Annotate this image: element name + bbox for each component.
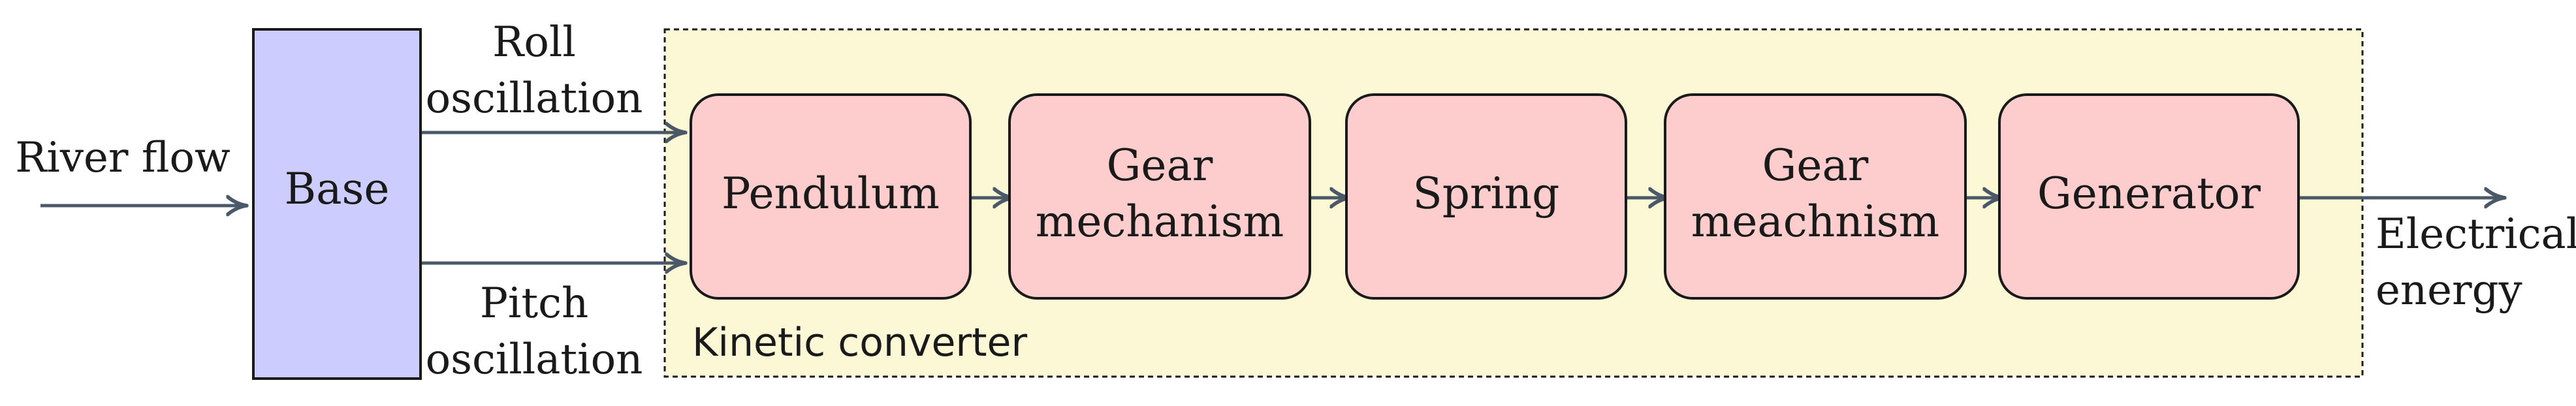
stage-label-line2: mechanism xyxy=(1036,196,1284,247)
stage-box xyxy=(1664,93,1967,300)
kinetic-converter-label: Kinetic converter xyxy=(692,320,1027,366)
electrical-energy-label-line1: Electrical xyxy=(2376,210,2576,258)
stage-box xyxy=(1345,93,1627,300)
stage-label: Generator xyxy=(2037,168,2261,219)
stage-box xyxy=(1008,93,1311,300)
stage-label-line2: meachnism xyxy=(1691,196,1940,247)
base-block xyxy=(252,28,422,380)
stage-spring: Spring xyxy=(1345,93,1627,300)
electrical-energy-label-line2: energy xyxy=(2376,266,2522,315)
roll-oscillation-label-line2: oscillation xyxy=(426,74,643,123)
stage-gear-meachnism: Gear meachnism xyxy=(1664,93,1967,300)
pitch-oscillation-label-line2: oscillation xyxy=(426,336,643,384)
stage-label-line1: Gear xyxy=(1762,140,1869,191)
stage-label: Pendulum xyxy=(722,168,940,219)
pitch-oscillation-label-line1: Pitch xyxy=(480,279,588,328)
roll-oscillation-label-line1: Roll xyxy=(492,18,576,67)
stage-box xyxy=(1998,93,2300,300)
stage-label-line1: Gear xyxy=(1107,140,1213,191)
stage-box xyxy=(690,93,972,300)
stage-label: Spring xyxy=(1413,168,1560,219)
river-flow-label: River flow xyxy=(15,134,231,182)
stage-pendulum: Pendulum xyxy=(690,93,972,300)
base-label: Base xyxy=(285,164,390,214)
stage-gear-mechanism: Gear mechanism xyxy=(1008,93,1311,300)
stage-generator: Generator xyxy=(1998,93,2300,300)
